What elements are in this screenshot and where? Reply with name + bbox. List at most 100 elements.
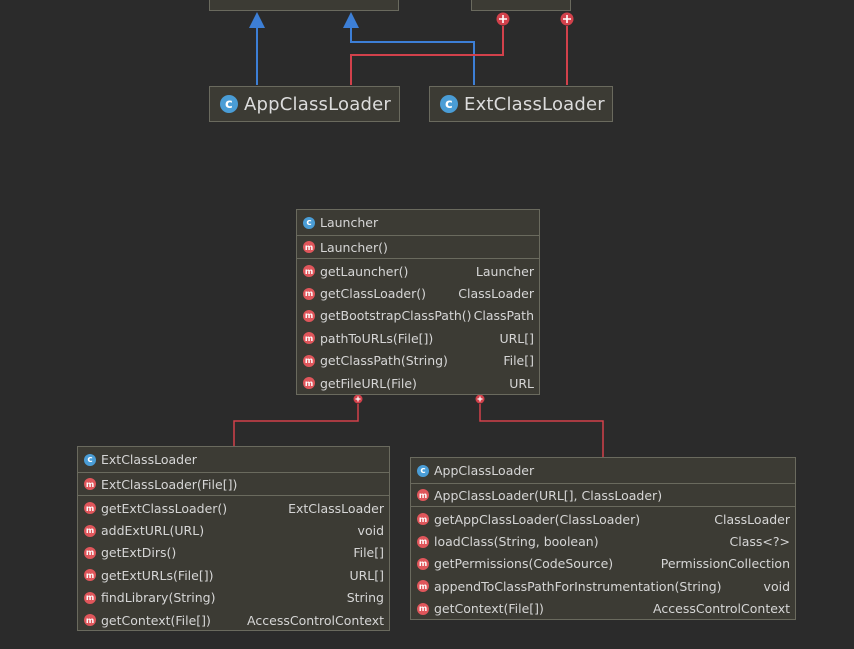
- method-name: getClassLoader(): [320, 286, 426, 302]
- method-type: void: [357, 523, 384, 539]
- method-type: AccessControlContext: [653, 601, 790, 617]
- method-list: m getLauncher() Launcher m getClassLoader()…: [297, 259, 539, 394]
- parent-class-box-right[interactable]: [471, 0, 571, 11]
- class-icon: c: [220, 95, 238, 113]
- method-type: URL: [509, 375, 534, 391]
- parent-class-box-left[interactable]: [209, 0, 399, 11]
- launcher-class-box[interactable]: c Launcher m Launcher() m getLauncher() La…: [296, 209, 540, 395]
- method-type: ClassPath: [473, 308, 534, 324]
- arrowhead-right: [343, 12, 359, 28]
- app-class-box[interactable]: c AppClassLoader m AppClassLoader(URL[],…: [410, 457, 796, 620]
- ext-class-box[interactable]: c ExtClassLoader m ExtClassLoader(File[]…: [77, 446, 390, 631]
- method-row: m getContext(File[]) AccessControlContext: [78, 609, 389, 631]
- method-icon: m: [84, 614, 96, 627]
- method-icon: m: [303, 309, 315, 322]
- method-icon: m: [84, 524, 96, 537]
- constructor-name: Launcher(): [320, 239, 388, 255]
- method-type: AccessControlContext: [247, 612, 384, 628]
- arrowhead-left: [249, 12, 265, 28]
- method-name: getContext(File[]): [434, 601, 544, 617]
- method-icon: m: [417, 513, 429, 526]
- method-name: getClassPath(String): [320, 353, 448, 369]
- method-row: m findLibrary(String) String: [78, 587, 389, 609]
- method-type: String: [346, 590, 384, 606]
- method-type: void: [763, 578, 790, 594]
- method-name: findLibrary(String): [101, 590, 216, 606]
- class-header: c AppClassLoader: [411, 458, 795, 484]
- constructor-name: ExtClassLoader(File[]): [101, 476, 238, 492]
- method-icon: m: [303, 332, 315, 345]
- method-icon: m: [417, 489, 429, 501]
- method-row: m getFileURL(File) URL: [297, 372, 539, 394]
- method-name: pathToURLs(File[]): [320, 330, 434, 346]
- method-type: ExtClassLoader: [288, 500, 384, 516]
- method-type: File[]: [503, 353, 534, 369]
- top-class-box-ext[interactable]: c ExtClassLoader: [429, 86, 613, 122]
- inner-class-markers-bottom: [353, 394, 485, 404]
- method-row: m getExtDirs() File[]: [78, 542, 389, 564]
- method-row: m pathToURLs(File[]) URL[]: [297, 327, 539, 349]
- method-name: getExtClassLoader(): [101, 500, 228, 516]
- method-row: m getClassLoader() ClassLoader: [297, 282, 539, 304]
- method-icon: m: [417, 580, 429, 593]
- class-icon: c: [303, 216, 315, 229]
- method-type: Launcher: [475, 263, 534, 279]
- method-type: URL[]: [499, 330, 534, 346]
- method-icon: m: [303, 377, 315, 390]
- method-name: getExtDirs(): [101, 545, 177, 561]
- inheritance-edges: [256, 25, 475, 85]
- method-icon: m: [417, 557, 429, 570]
- method-icon: m: [84, 502, 96, 515]
- method-type: File[]: [353, 545, 384, 561]
- ext-extends-edge: [350, 25, 475, 85]
- method-name: getLauncher(): [320, 263, 409, 279]
- method-row: m getExtClassLoader() ExtClassLoader: [78, 497, 389, 519]
- class-icon: c: [440, 95, 458, 113]
- method-name: getContext(File[]): [101, 612, 211, 628]
- method-name: getFileURL(File): [320, 375, 417, 391]
- method-type: ClassLoader: [714, 511, 790, 527]
- class-header: c Launcher: [297, 210, 539, 236]
- method-type: Class<?>: [729, 534, 790, 550]
- class-name: ExtClassLoader: [101, 452, 197, 467]
- app-inner-edge-top: [350, 26, 504, 85]
- class-name: ExtClassLoader: [464, 93, 605, 115]
- method-icon: m: [417, 535, 429, 548]
- constructor-row: m Launcher(): [297, 236, 539, 259]
- method-name: getExtURLs(File[]): [101, 567, 214, 583]
- method-name: getBootstrapClassPath(): [320, 308, 472, 324]
- inner-class-markers-top: [496, 12, 574, 26]
- method-icon: m: [303, 241, 315, 253]
- constructor-row: m AppClassLoader(URL[], ClassLoader): [411, 484, 795, 507]
- method-type: URL[]: [349, 567, 384, 583]
- constructor-name: AppClassLoader(URL[], ClassLoader): [434, 487, 663, 503]
- method-type: ClassLoader: [458, 286, 534, 302]
- method-row: m getBootstrapClassPath()ClassPath: [297, 305, 539, 327]
- class-icon: c: [417, 464, 429, 477]
- method-icon: m: [84, 546, 96, 559]
- method-icon: m: [84, 478, 96, 490]
- inner-class-edges-top: [350, 26, 568, 85]
- class-name: Launcher: [320, 215, 379, 230]
- constructor-row: m ExtClassLoader(File[]): [78, 473, 389, 496]
- method-row: m getExtURLs(File[]) URL[]: [78, 564, 389, 586]
- top-class-box-app[interactable]: c AppClassLoader: [209, 86, 400, 122]
- ext-inner-edge: [233, 404, 359, 446]
- method-icon: m: [84, 569, 96, 582]
- class-name: AppClassLoader: [434, 463, 535, 478]
- class-icon: c: [84, 453, 96, 466]
- method-name: getPermissions(CodeSource): [434, 556, 614, 572]
- method-icon: m: [303, 287, 315, 300]
- method-icon: m: [84, 591, 96, 604]
